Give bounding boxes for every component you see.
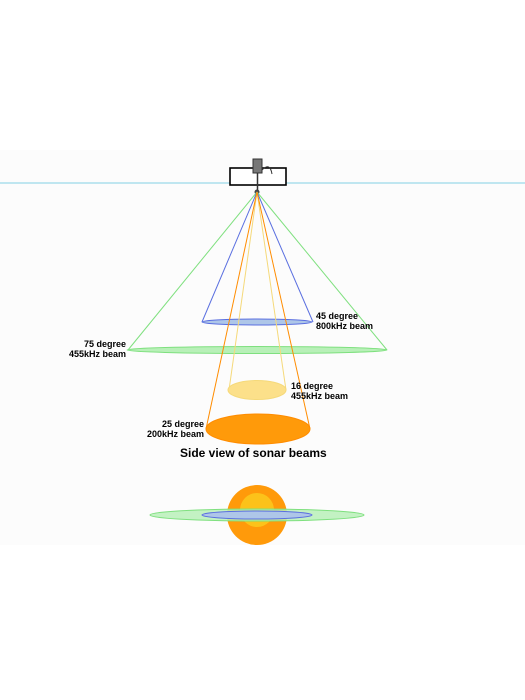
beam-45-label: 45 degree 800kHz beam [316,311,373,331]
beam-25-label: 25 degree 200kHz beam [136,419,204,439]
beam-25-freq-label: 200kHz beam [146,429,204,439]
beam-75-edge-left [127,191,258,351]
beam-16-freq-label: 455kHz beam [291,391,349,401]
beam-75-label: 75 degree 455kHz beam [62,339,126,359]
transducer-body [252,158,263,174]
beam-25-edge-right [256,191,311,430]
beam-45-angle-label: 45 degree [316,311,359,321]
beam-16-footprint [227,380,287,400]
beam-16-angle-label: 16 degree [291,381,334,391]
top-view-beam-45 [201,510,313,520]
beam-25-footprint [205,413,311,445]
beam-16-edge-right [256,191,287,391]
diagram-caption: Side view of sonar beams [180,446,327,460]
beam-45-freq-label: 800kHz beam [316,321,374,331]
beam-75-edge-right [256,191,388,351]
beam-45-edge-right [256,191,314,323]
beam-75-footprint [126,346,388,354]
beam-16-edge-left [228,191,258,391]
beam-45-footprint [201,318,313,326]
beam-45-edge-left [201,191,258,323]
beam-75-angle-label: 75 degree [83,339,126,349]
beam-16-label: 16 degree 455kHz beam [291,381,348,401]
transducer-cable [261,166,273,175]
beam-25-edge-left [205,191,258,430]
beam-25-angle-label: 25 degree [161,419,204,429]
beam-75-freq-label: 455kHz beam [68,349,126,359]
